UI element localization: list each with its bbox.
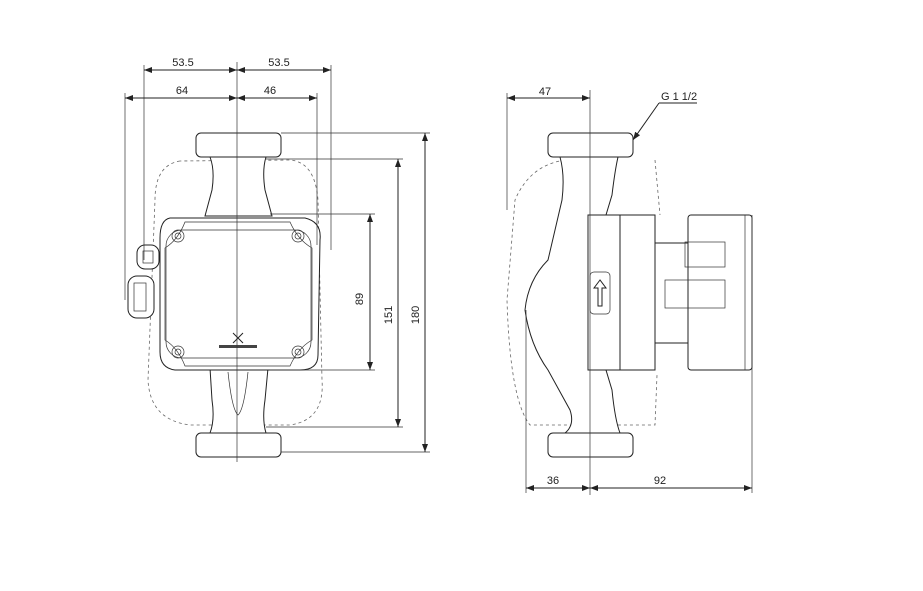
dim-label-half-width-right: 53.5 [268,57,289,69]
dim-label-motor-height: 89 [354,293,366,305]
grundfos-logo [219,332,257,348]
side-connector-lower [664,279,726,309]
dim-label-back-extent: 47 [539,86,551,98]
front-envelope-outline [147,159,323,426]
power-connector [127,275,155,319]
top-flange [195,132,282,158]
bottom-flange [195,432,282,458]
thread-size-label: G 1 1/2 [661,91,697,103]
side-envelope-outline [506,159,661,426]
side-bottom-flange [547,432,634,458]
front-view: 53.5 53.5 64 46 89 151 180 [124,57,430,462]
dim-label-rear-depth: 36 [547,475,559,487]
screw-icon [171,229,305,359]
bottom-neck [209,367,269,434]
side-connector-upper [684,241,726,268]
top-neck [204,156,273,217]
dim-label-body-height: 151 [383,306,395,324]
housing-plate [587,214,621,371]
stator-flange [619,214,656,371]
dim-label-right-extent: 46 [264,85,276,97]
side-view: 47 G 1 1/2 36 92 [506,86,753,495]
signal-connector [136,244,160,270]
dim-label-port-to-port: 180 [410,306,422,324]
dim-label-left-extent: 64 [176,85,188,97]
arrow-up-icon [593,279,607,307]
control-box-side [687,214,753,371]
dim-label-front-depth: 92 [654,475,666,487]
dim-label-half-width-left: 53.5 [172,57,193,69]
side-top-flange [547,132,634,158]
stator-body [654,242,691,344]
